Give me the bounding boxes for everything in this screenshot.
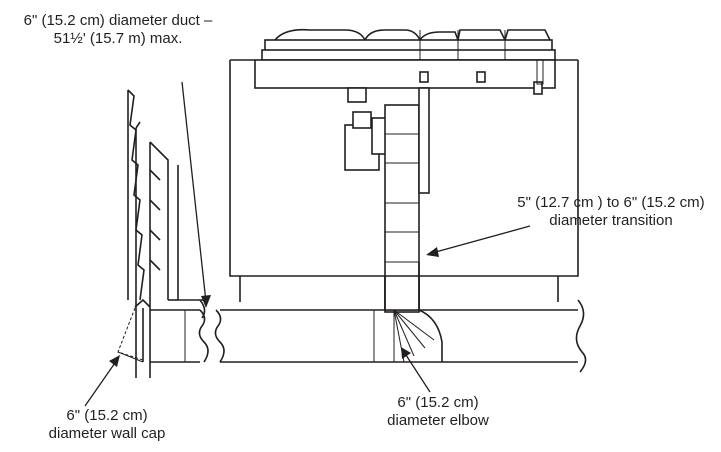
wallcap-arrow <box>84 355 120 407</box>
duct-arrow <box>181 81 211 308</box>
elbow-label-line2: diameter elbow <box>387 412 489 429</box>
transition-label-line1: 5" (12.7 cm ) to 6" (15.2 cm) <box>517 194 704 211</box>
transition-arrow <box>426 225 531 257</box>
wall-cap <box>117 298 151 363</box>
wallcap-label-line1: 6" (15.2 cm) <box>66 407 147 424</box>
elbow-arrow <box>401 347 431 393</box>
horizontal-duct <box>150 262 587 373</box>
duct-label-line2: 51½' (15.7 m) max. <box>54 30 183 47</box>
wall <box>127 89 206 378</box>
elbow-label-line1: 6" (15.2 cm) <box>397 394 478 411</box>
transition-label-line2: diameter transition <box>549 212 672 229</box>
appliance-body <box>229 28 579 313</box>
wallcap-label-line2: diameter wall cap <box>49 425 166 442</box>
duct-label-line1: 6" (15.2 cm) diameter duct – <box>24 12 213 29</box>
